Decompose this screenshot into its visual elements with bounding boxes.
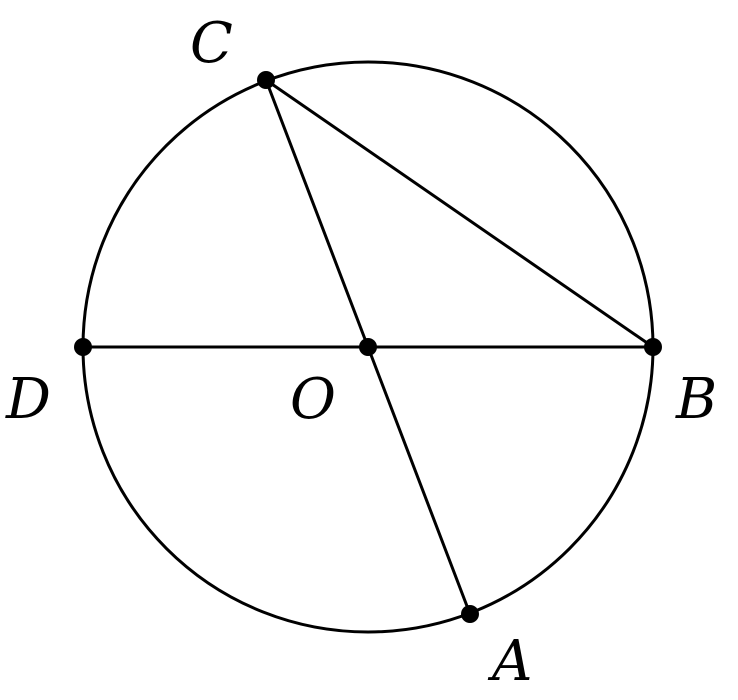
- point-b: [644, 338, 662, 356]
- label-o: O: [290, 367, 336, 432]
- label-c: C: [190, 11, 233, 76]
- label-d: D: [5, 367, 51, 432]
- point-a: [461, 605, 479, 623]
- point-o: [359, 338, 377, 356]
- label-b: B: [675, 367, 717, 432]
- point-d: [74, 338, 92, 356]
- label-a: A: [487, 629, 532, 694]
- chord-cb: [264, 78, 655, 349]
- point-c: [257, 71, 275, 89]
